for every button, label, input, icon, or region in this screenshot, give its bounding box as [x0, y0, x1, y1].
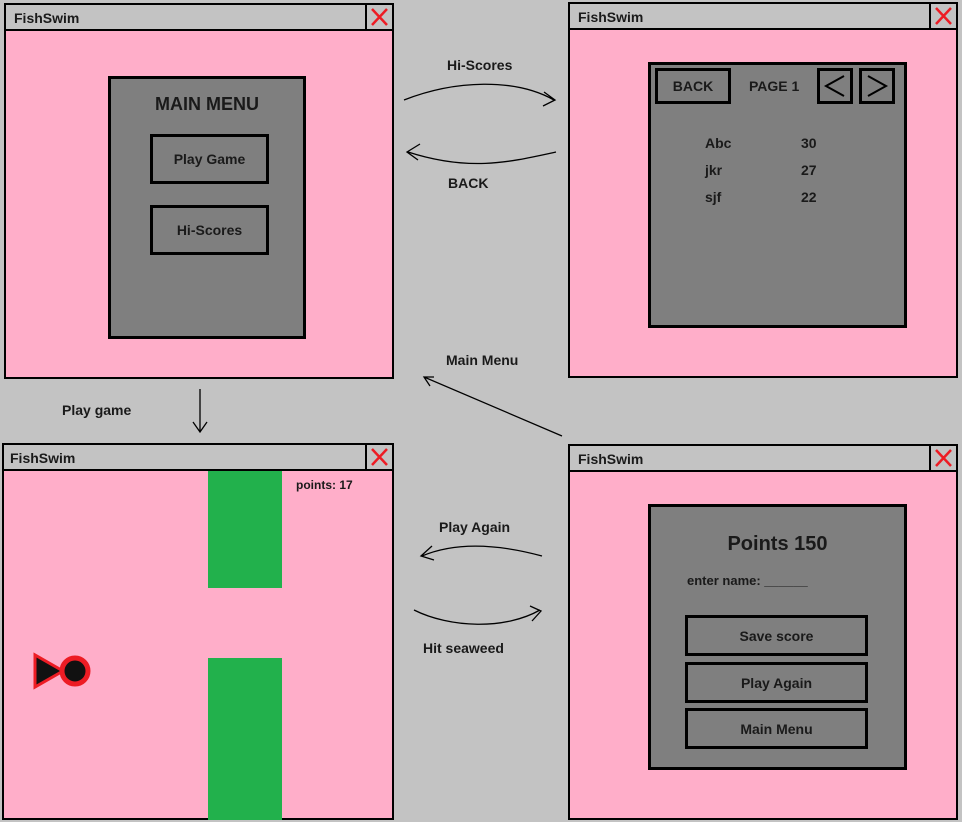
play-again-button[interactable]: Play Again [685, 662, 868, 703]
score-name: jkr [705, 162, 723, 178]
transition-label-hit-seaweed: Hit seaweed [423, 640, 504, 656]
close-icon [935, 7, 952, 25]
arrow-to-main-menu [422, 376, 563, 437]
prev-page-button[interactable] [817, 68, 853, 104]
enter-name-field[interactable]: enter name: ______ [687, 573, 808, 588]
game-window: FishSwim points: 17 [2, 443, 394, 820]
close-button[interactable] [365, 5, 392, 31]
back-button[interactable]: BACK [655, 68, 731, 104]
main-menu-heading: MAIN MENU [155, 94, 259, 114]
main-menu-button[interactable]: Main Menu [685, 708, 868, 749]
title-bar: FishSwim [4, 445, 392, 471]
window-title: FishSwim [14, 10, 80, 26]
seaweed-bottom [208, 658, 282, 820]
main-menu-window: FishSwim MAIN MENU Play Game Hi-Scores [4, 3, 394, 379]
arrow-hit-seaweed [413, 605, 543, 625]
points-heading: Points 150 [727, 533, 828, 555]
close-button[interactable] [365, 445, 392, 471]
score-name: sjf [705, 189, 722, 205]
page-label: PAGE 1 [749, 78, 800, 94]
save-score-button[interactable]: Save score [685, 615, 868, 656]
score-name: Abc [705, 135, 732, 151]
score-value: 22 [801, 189, 817, 205]
fish-icon [33, 652, 91, 690]
close-button[interactable] [929, 446, 956, 472]
next-page-button[interactable] [859, 68, 895, 104]
seaweed-top [208, 471, 282, 588]
window-title: FishSwim [578, 451, 644, 467]
chevron-right-icon [867, 75, 889, 97]
points-counter: points: 17 [296, 478, 353, 492]
arrow-play-game [192, 389, 208, 434]
close-button[interactable] [929, 4, 956, 30]
window-title: FishSwim [10, 450, 76, 466]
score-value: 27 [801, 162, 817, 178]
game-over-window: FishSwim Points 150 enter name: ______ S… [568, 444, 958, 820]
transition-label-play-game: Play game [62, 402, 132, 418]
transition-label-main-menu: Main Menu [446, 352, 519, 368]
transition-label-play-again: Play Again [439, 519, 511, 535]
hi-scores-panel: BACK PAGE 1 Abc 30 jkr 27 sjf 22 [648, 62, 907, 328]
arrow-back [405, 143, 557, 165]
title-bar: FishSwim [570, 4, 956, 30]
play-game-button[interactable]: Play Game [150, 134, 269, 184]
chevron-left-icon [823, 75, 845, 97]
close-icon [935, 449, 952, 467]
arrow-play-again [419, 545, 543, 561]
hi-scores-button[interactable]: Hi-Scores [150, 205, 269, 255]
close-icon [371, 448, 388, 466]
main-menu-panel: MAIN MENU Play Game Hi-Scores [108, 76, 306, 339]
title-bar: FishSwim [570, 446, 956, 472]
game-over-panel: Points 150 enter name: ______ Save score… [648, 504, 907, 770]
title-bar: FishSwim [6, 5, 392, 31]
hi-scores-window: FishSwim BACK PAGE 1 Abc 30 jkr 27 sjf 2… [568, 2, 958, 378]
arrow-to-hiscores [403, 83, 557, 107]
window-title: FishSwim [578, 9, 644, 25]
transition-label-hi-scores: Hi-Scores [447, 57, 513, 73]
score-value: 30 [801, 135, 817, 151]
transition-label-back: BACK [448, 175, 489, 191]
close-icon [371, 8, 388, 26]
